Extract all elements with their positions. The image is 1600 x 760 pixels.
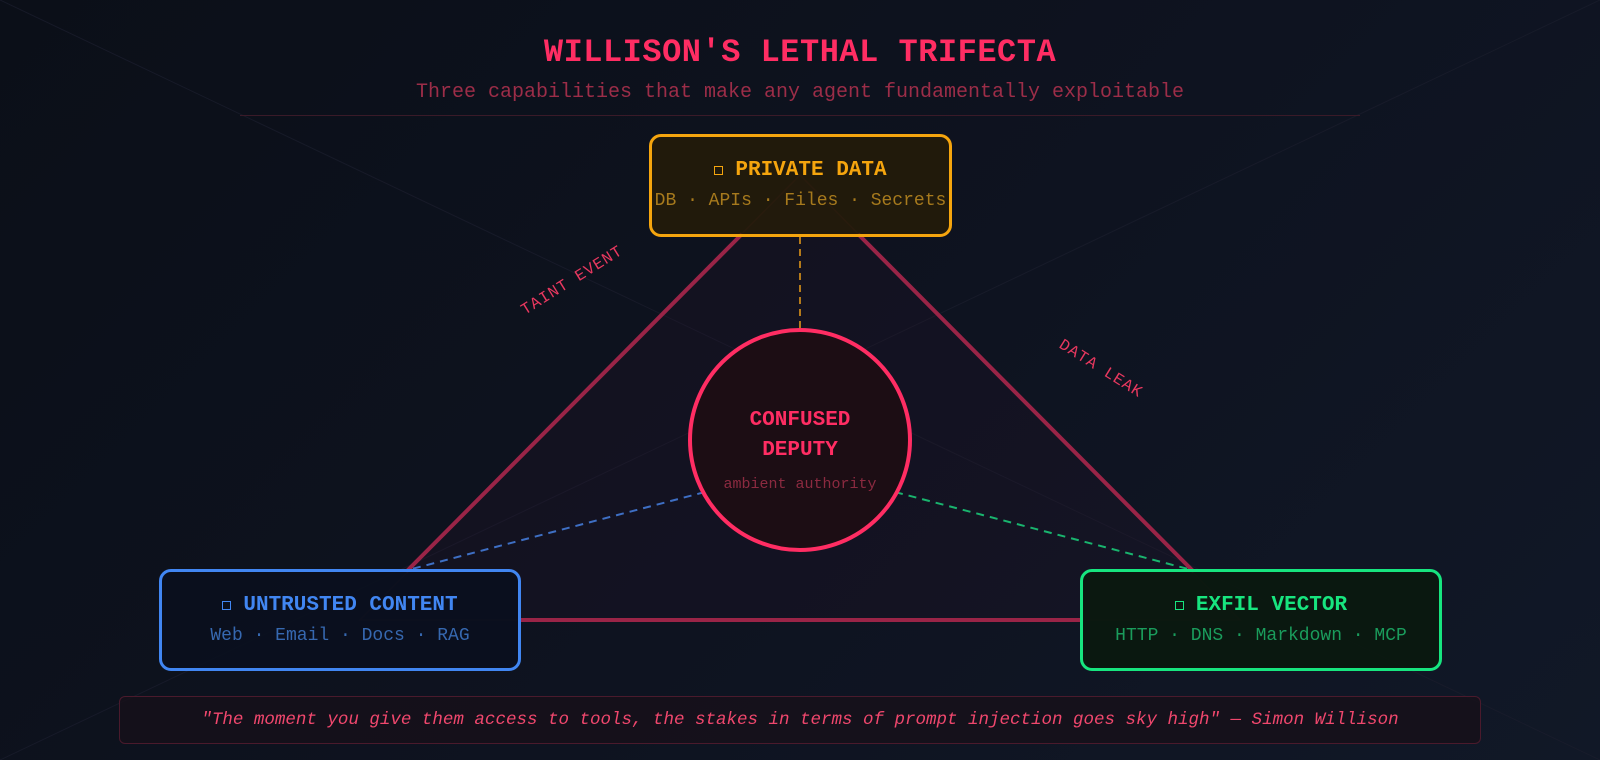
edge-leak (856, 232, 1196, 574)
center-title: CONFUSED DEPUTY (690, 406, 910, 466)
square-outline-icon (1174, 600, 1184, 610)
connector-untrusted (407, 491, 706, 571)
node-title: UNTRUSTED CONTENT (243, 594, 458, 617)
center-title-line1: CONFUSED (749, 409, 851, 432)
node-items: DB · APIs · Files · Secrets (654, 191, 947, 211)
connector-exfil (894, 491, 1193, 571)
header-divider (240, 115, 1360, 116)
node-title: EXFIL VECTOR (1195, 594, 1348, 617)
node-items: Web · Email · Docs · RAG (210, 626, 470, 646)
node-untrusted-content: UNTRUSTED CONTENT Web · Email · Docs · R… (159, 569, 521, 671)
node-title: PRIVATE DATA (735, 159, 887, 182)
center-subtitle: ambient authority (723, 476, 877, 493)
center-title-line2: DEPUTY (762, 439, 838, 462)
confused-deputy-circle (688, 328, 912, 552)
edge-taint (404, 232, 744, 574)
node-items: HTTP · DNS · Markdown · MCP (1115, 626, 1407, 646)
quote-box: "The moment you give them access to tool… (119, 696, 1481, 744)
node-private-data: PRIVATE DATA DB · APIs · Files · Secrets (649, 134, 952, 237)
square-outline-icon (714, 165, 724, 175)
square-outline-icon (222, 600, 232, 610)
page-title: WILLISON'S LETHAL TRIFECTA (543, 34, 1057, 71)
page-subtitle: Three capabilities that make any agent f… (415, 81, 1185, 104)
node-exfil-vector: EXFIL VECTOR HTTP · DNS · Markdown · MCP (1080, 569, 1442, 671)
quote-text: "The moment you give them access to tool… (201, 710, 1399, 730)
